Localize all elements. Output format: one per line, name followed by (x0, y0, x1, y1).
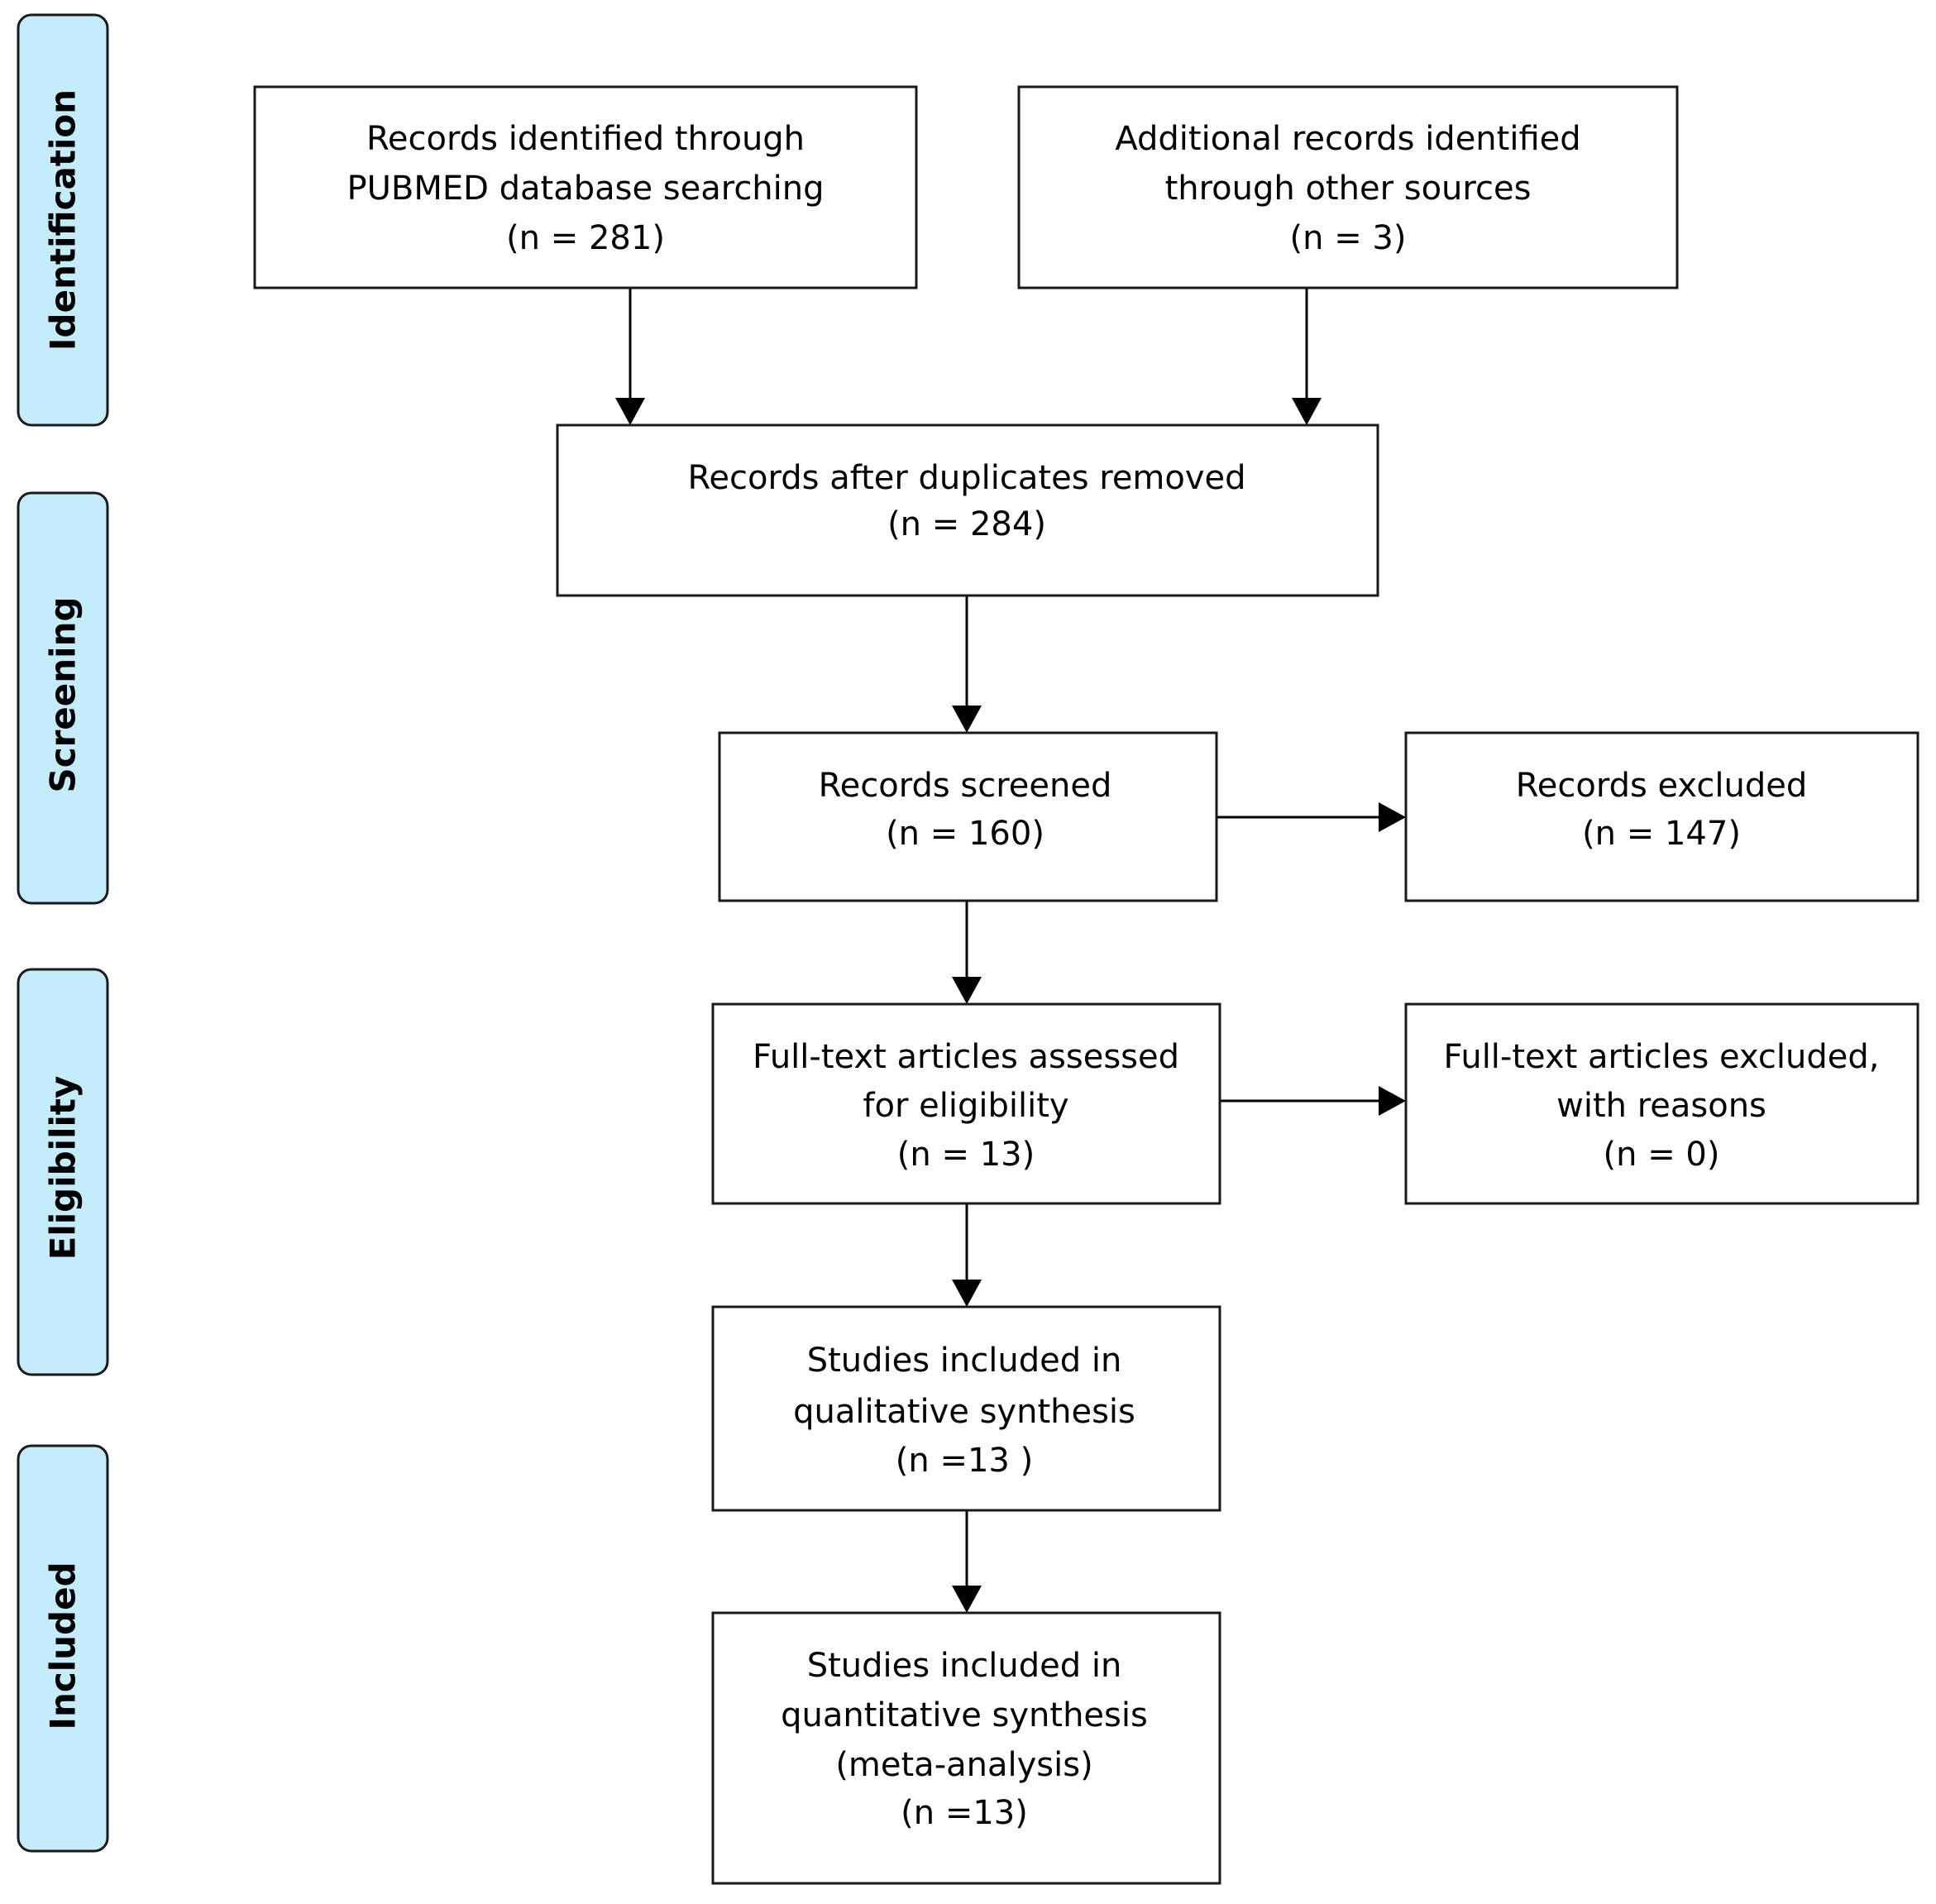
box-other-sources: Additional records identified through ot… (1017, 85, 1679, 289)
box-duplicates-removed-line-2: (n = 284) (887, 505, 1046, 543)
stage-identification-label: Identification (43, 89, 84, 351)
arrowhead-down-icon (952, 706, 982, 733)
box-pubmed-line-2: PUBMED database searching (347, 170, 824, 208)
box-fulltext-excluded: Full-text articles excluded, with reason… (1404, 1002, 1919, 1205)
box-qualitative-synthesis: Studies included in qualitative synthesi… (711, 1305, 1221, 1512)
box-quantitative-synthesis: Studies included in quantitative synthes… (711, 1611, 1221, 1885)
box-fulltext-excluded-line-3: (n = 0) (1604, 1136, 1720, 1174)
box-fulltext-excluded-line-1: Full-text articles excluded, (1444, 1038, 1880, 1076)
box-fulltext-excluded-line-2: with reasons (1556, 1087, 1766, 1125)
box-records-excluded-frame (1404, 731, 1919, 902)
box-quantitative-synthesis-line-4: (n =13) (901, 1794, 1028, 1832)
box-fulltext-assessed-frame (711, 1002, 1221, 1205)
box-duplicates-removed-frame (556, 423, 1379, 597)
box-pubmed-frame (253, 85, 918, 289)
stage-eligibility: Eligibility (17, 968, 109, 1376)
arrowheads (615, 398, 1406, 1613)
stage-identification: Identification (17, 13, 109, 427)
box-records-excluded: Records excluded (n = 147) (1404, 731, 1919, 902)
box-other-sources-frame (1017, 85, 1679, 289)
box-qualitative-synthesis-frame (711, 1305, 1221, 1512)
box-quantitative-synthesis-line-1: Studies included in (807, 1647, 1122, 1685)
box-pubmed: Records identified through PUBMED databa… (253, 85, 918, 289)
box-records-screened: Records screened (n = 160) (718, 731, 1218, 902)
box-quantitative-synthesis-line-2: quantitative synthesis (781, 1696, 1148, 1734)
box-fulltext-assessed-line-3: (n = 13) (897, 1136, 1035, 1174)
arrowhead-down-icon (615, 398, 645, 425)
box-qualitative-synthesis-line-1: Studies included in (807, 1342, 1122, 1380)
stage-eligibility-label: Eligibility (43, 1076, 84, 1261)
stage-included-label: Included (43, 1562, 84, 1729)
box-fulltext-assessed-line-2: for eligibility (863, 1087, 1068, 1125)
arrowhead-right-icon (1379, 802, 1406, 832)
stage-identification-pill (17, 13, 109, 427)
box-quantitative-synthesis-frame (711, 1611, 1221, 1885)
box-records-screened-line-2: (n = 160) (886, 815, 1044, 853)
stage-screening-pill (17, 491, 109, 905)
stage-included-pill (17, 1444, 109, 1853)
stage-included: Included (17, 1444, 109, 1853)
box-fulltext-assessed: Full-text articles assessed for eligibil… (711, 1002, 1221, 1205)
connectors (629, 288, 1381, 1588)
box-qualitative-synthesis-line-2: qualitative synthesis (793, 1393, 1135, 1431)
box-quantitative-synthesis-line-3: (meta-analysis) (835, 1746, 1092, 1784)
arrowhead-down-icon (952, 1586, 982, 1613)
box-fulltext-excluded-frame (1404, 1002, 1919, 1205)
stage-screening: Screening (17, 491, 109, 905)
stage-eligibility-pill (17, 968, 109, 1376)
arrowhead-down-icon (1292, 398, 1322, 425)
arrowhead-right-icon (1379, 1086, 1406, 1116)
box-pubmed-line-1: Records identified through (366, 120, 805, 158)
box-qualitative-synthesis-line-3: (n =13 ) (896, 1442, 1033, 1480)
stage-screening-label: Screening (43, 596, 84, 792)
arrowhead-down-icon (952, 1280, 982, 1307)
box-records-screened-frame (718, 731, 1218, 902)
box-duplicates-removed: Records after duplicates removed (n = 28… (556, 423, 1379, 597)
box-other-sources-line-2: through other sources (1165, 170, 1532, 208)
box-other-sources-line-1: Additional records identified (1115, 120, 1580, 158)
box-duplicates-removed-line-1: Records after duplicates removed (687, 459, 1245, 497)
arrowhead-down-icon (952, 977, 982, 1004)
box-fulltext-assessed-line-1: Full-text articles assessed (753, 1038, 1179, 1076)
box-other-sources-line-3: (n = 3) (1290, 219, 1407, 257)
box-records-excluded-line-2: (n = 147) (1582, 815, 1741, 853)
box-records-excluded-line-1: Records excluded (1516, 767, 1807, 805)
box-records-screened-line-1: Records screened (819, 767, 1112, 805)
box-pubmed-line-3: (n = 281) (506, 219, 665, 257)
